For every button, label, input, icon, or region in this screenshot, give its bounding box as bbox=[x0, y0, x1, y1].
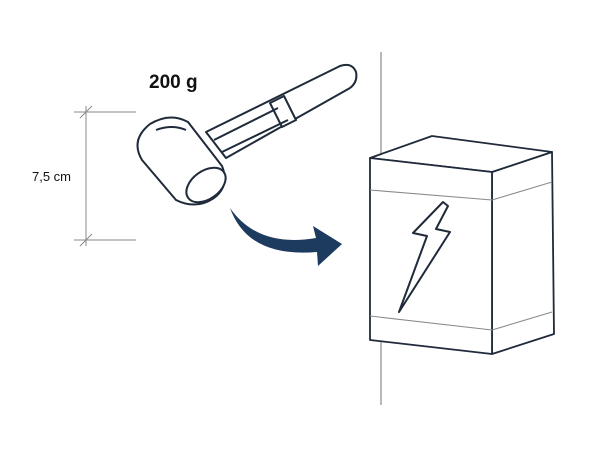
rubber-mallet-icon bbox=[136, 63, 358, 206]
drop-height-label: 7,5 cm bbox=[32, 169, 72, 184]
curved-arrow-icon bbox=[230, 208, 342, 266]
height-dimension bbox=[74, 105, 136, 247]
mass-label: 200 g bbox=[149, 72, 198, 93]
lightning-bolt-icon bbox=[398, 201, 451, 313]
electrical-box-icon bbox=[369, 135, 555, 355]
